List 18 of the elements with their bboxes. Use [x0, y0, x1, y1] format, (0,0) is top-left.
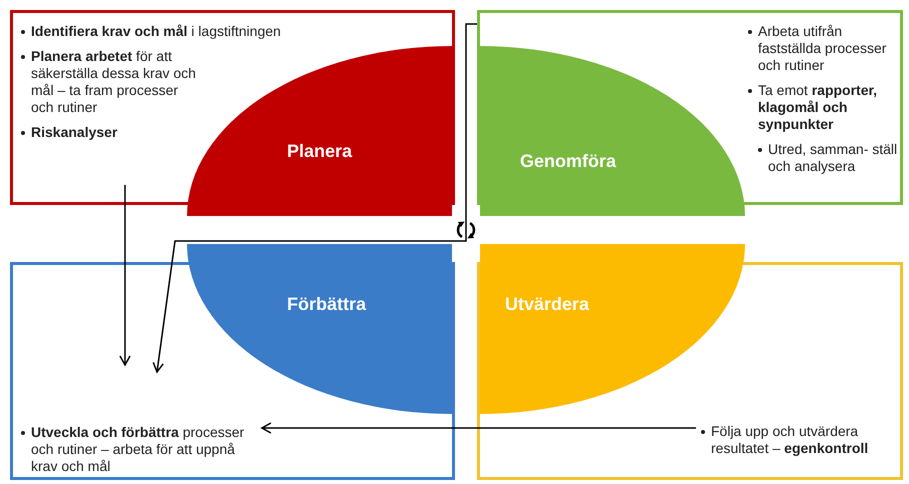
- bullet-text: Följa upp och utvärdera resultatet – egenkontroll: [711, 423, 870, 457]
- arrow: [261, 422, 696, 434]
- phase-label: Utvärdera: [505, 294, 590, 315]
- quadrant-shape: [480, 244, 745, 414]
- bullet-text: Utveckla och förbättra processer och rutiner – arbeta för att uppnå krav och mål: [31, 424, 246, 475]
- phase-label: Planera: [287, 141, 352, 162]
- bullet-text: Riskanalyser: [31, 124, 118, 141]
- bullet-text: Arbeta utifrån fastställda processer och rutiner: [758, 23, 888, 74]
- bullet-text: Utred, samman- ställ och analysera: [768, 141, 898, 175]
- bullet-text: Ta emot rapporter, klagomål och synpunkter: [758, 82, 878, 133]
- quadrant-shape: [480, 46, 745, 216]
- bullet-text: Identifiera krav och mål i lagstiftningen: [31, 23, 281, 40]
- arrow: [119, 184, 131, 366]
- phase-label: Förbättra: [287, 294, 366, 315]
- bullet-text: Planera arbetet för att säkerställa dessa krav och mål – ta fram processer och rutiner: [31, 48, 196, 116]
- quadrant-shape: [187, 244, 452, 414]
- arrow: [152, 23, 477, 373]
- phase-label: Genomföra: [520, 151, 616, 172]
